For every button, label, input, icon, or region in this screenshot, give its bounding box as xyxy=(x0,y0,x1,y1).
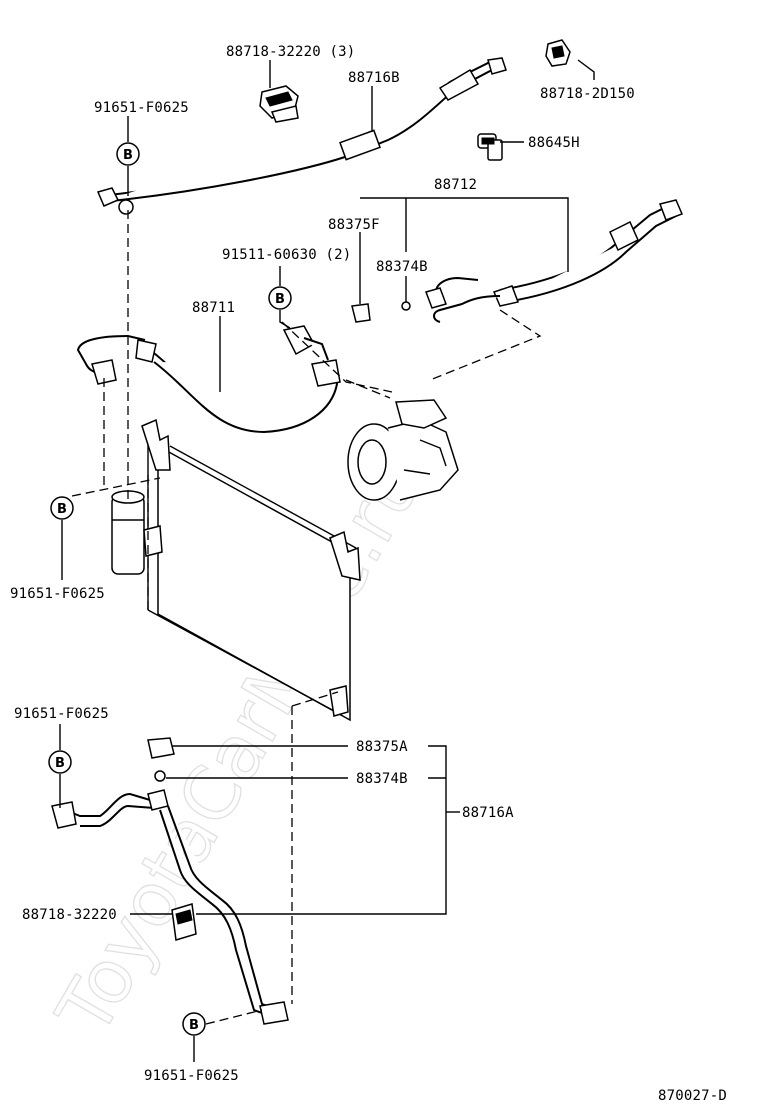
label-88712: 88712 xyxy=(434,177,477,193)
compressor-icon xyxy=(347,399,459,501)
receiver-dryer-icon xyxy=(111,490,163,575)
label-88716a: 88716A xyxy=(462,805,514,821)
hose-flange-left xyxy=(96,187,120,207)
label-91511-60630: 91511-60630 (2) xyxy=(222,247,351,263)
label-88375f: 88375F xyxy=(328,217,380,233)
label-88718-32220-3: 88718-32220 (3) xyxy=(226,44,355,60)
leader-lines xyxy=(59,59,595,1062)
label-88374b-lower: 88374B xyxy=(356,771,408,787)
diagram-id: 870027-D xyxy=(658,1088,727,1104)
svg-text:B: B xyxy=(55,756,65,771)
label-88374b-upper: 88374B xyxy=(376,259,428,275)
clip-88718-2d150-icon xyxy=(545,39,571,67)
svg-text:B: B xyxy=(57,502,67,517)
o-ring-88374b-icon xyxy=(401,301,411,311)
label-88711: 88711 xyxy=(192,300,235,316)
bolt-symbol-91511: B xyxy=(268,286,292,310)
label-88645h: 88645H xyxy=(528,135,580,151)
dashed-assembly-lines xyxy=(71,210,542,1025)
pressure-switch-88645h-icon xyxy=(477,133,503,161)
hose-end-tip xyxy=(487,57,507,75)
bolt-symbol-top: B xyxy=(116,142,140,166)
hose-88716a xyxy=(51,737,289,1025)
hose-88711 xyxy=(76,325,341,434)
hose-88716b xyxy=(96,57,507,215)
o-ring-88374b-lower-icon xyxy=(154,770,166,782)
bolt-symbol-left: B xyxy=(50,496,74,520)
cap-88375f-icon xyxy=(351,303,371,323)
condenser-icon xyxy=(141,418,361,722)
bolt-symbol-bottom: B xyxy=(182,1012,206,1036)
label-88716b: 88716B xyxy=(348,70,400,86)
cap-88375a-icon xyxy=(147,737,175,759)
svg-text:B: B xyxy=(189,1018,199,1033)
clamp-88718-32220-icon xyxy=(259,85,299,123)
label-88718-2d150: 88718-2D150 xyxy=(540,86,635,102)
label-91651-bottom: 91651-F0625 xyxy=(144,1068,239,1084)
label-91651-left: 91651-F0625 xyxy=(10,586,105,602)
label-91651-top: 91651-F0625 xyxy=(94,100,189,116)
svg-text:B: B xyxy=(275,292,285,307)
hose-88712 xyxy=(351,199,683,323)
label-88718-32220: 88718-32220 xyxy=(22,907,117,923)
bolt-symbol-lower-left: B xyxy=(48,750,72,774)
hose-sleeve xyxy=(339,129,381,161)
hose-end-fitting xyxy=(438,68,480,101)
label-91651-lower-left: 91651-F0625 xyxy=(14,706,109,722)
hose-bolt-left xyxy=(118,199,134,215)
svg-text:B: B xyxy=(123,148,133,163)
label-88375a: 88375A xyxy=(356,739,408,755)
